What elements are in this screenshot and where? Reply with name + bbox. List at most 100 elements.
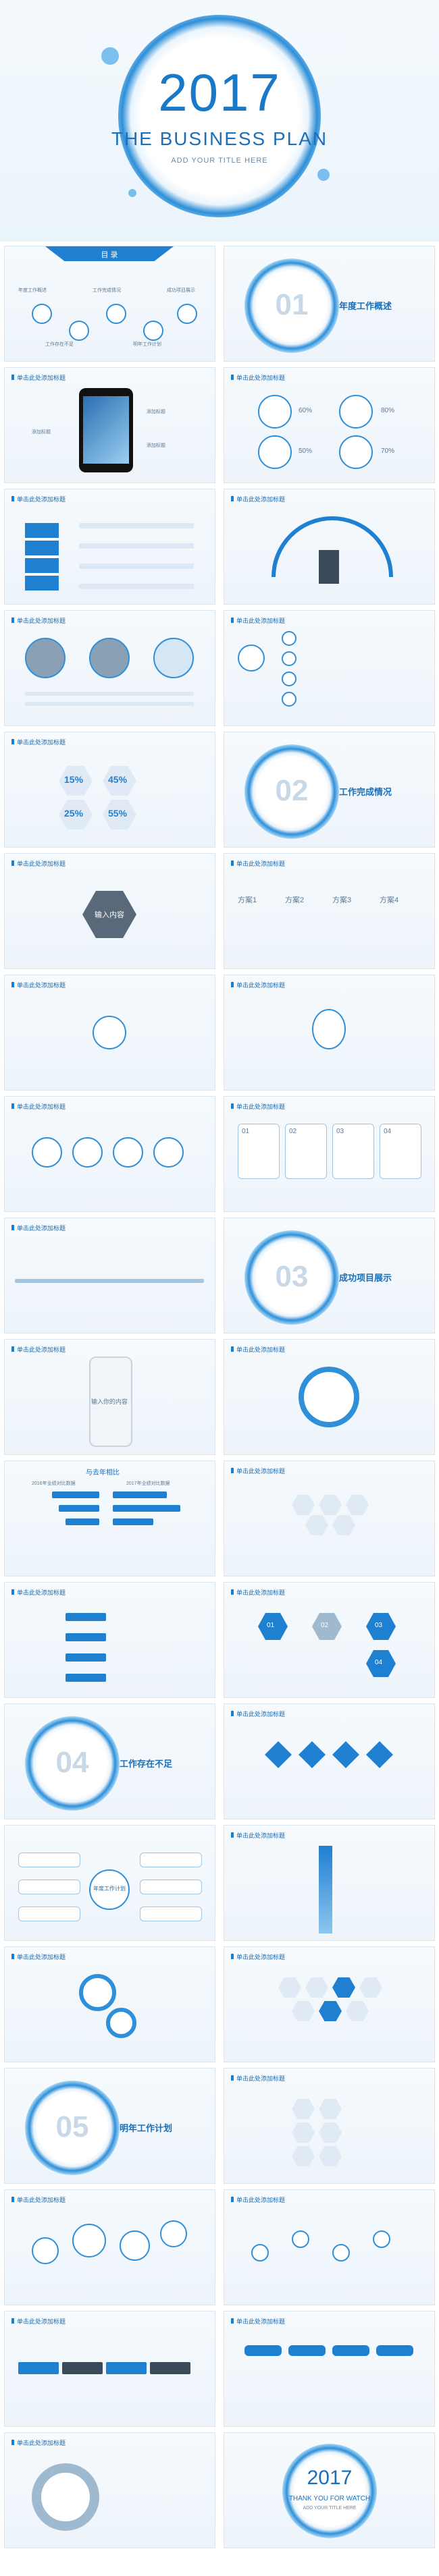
slide-hex-grid[interactable]: 单击此处添加标题	[224, 1946, 435, 2062]
slide-caption: 单击此处添加标题	[231, 1102, 285, 1111]
toc-icon	[32, 304, 52, 324]
phone-outline	[89, 1356, 132, 1447]
slide-diagram[interactable]: 年度工作计划	[4, 1825, 215, 1941]
diagram-box	[140, 1853, 202, 1867]
frame-box	[380, 1124, 421, 1179]
slide-caption: 单击此处添加标题	[11, 1588, 66, 1597]
diagram-box	[18, 1880, 80, 1894]
slide-phone[interactable]: 单击此处添加标题 添加标题 添加标题 添加标题	[4, 367, 215, 483]
toc-icon	[106, 304, 126, 324]
watercolor-splash	[101, 47, 119, 65]
toc-icon	[69, 321, 89, 341]
slide-wave[interactable]: 单击此处添加标题	[224, 2189, 435, 2305]
number-hex	[366, 1650, 396, 1677]
slide-gears[interactable]: 单击此处添加标题	[4, 1946, 215, 2062]
diagram-box	[18, 1907, 80, 1921]
diagram-center	[89, 1869, 130, 1910]
plan-label: 方案2	[285, 896, 305, 904]
wave-node	[292, 2230, 309, 2248]
slide-honeycomb[interactable]: 单击此处添加标题	[224, 1460, 435, 1577]
slide-climb[interactable]: 单击此处添加标题	[224, 489, 435, 605]
frame-box	[238, 1124, 280, 1179]
slide-arrows[interactable]: 单击此处添加标题	[4, 2311, 215, 2427]
cube-stack	[25, 523, 59, 591]
hex-tile	[103, 766, 136, 796]
hex-tile	[319, 2099, 342, 2119]
slide-section-01[interactable]: 01 年度工作概述	[224, 246, 435, 362]
slide-pencil[interactable]: 单击此处添加标题	[224, 1825, 435, 1941]
cycle-center	[93, 1016, 126, 1049]
step-bar	[66, 1674, 106, 1682]
bubble	[32, 2237, 59, 2264]
slide-section-04[interactable]: 04 工作存在不足	[4, 1703, 215, 1819]
gauge	[258, 435, 292, 469]
slide-caption: 单击此处添加标题	[11, 1952, 66, 1961]
gear-icon	[79, 1974, 116, 2011]
frame-box	[285, 1124, 327, 1179]
watercolor-splash	[128, 189, 136, 197]
circle-node	[72, 1137, 103, 1168]
ending-title: THANK YOU FOR WATCH	[288, 2495, 371, 2502]
number-hex	[258, 1613, 288, 1640]
flow-node	[282, 631, 296, 646]
slide-wheel[interactable]: 单击此处添加标题	[224, 1339, 435, 1455]
compare-title: 与去年相比	[86, 1469, 120, 1477]
slide-caption: 单击此处添加标题	[11, 1345, 66, 1354]
section-title: 工作存在不足	[120, 1759, 173, 1769]
frame-number: 03	[336, 1128, 344, 1135]
percent-value: 45%	[108, 774, 128, 785]
section-number: 03	[275, 1260, 309, 1293]
text-line	[79, 543, 194, 549]
compare-left: 2016年业绩对比数据	[32, 1481, 76, 1486]
text-line	[79, 584, 194, 589]
slide-section-05[interactable]: 05 明年工作计划	[4, 2068, 215, 2184]
slide-phone-white[interactable]: 单击此处添加标题 输入你的内容	[4, 1339, 215, 1455]
ending-subtitle: ADD YOUR TITLE HERE	[303, 2506, 357, 2511]
slide-bubbles[interactable]: 单击此处添加标题	[4, 2189, 215, 2305]
slide-photos[interactable]: 单击此处添加标题	[4, 610, 215, 726]
text-line	[79, 564, 194, 569]
slide-icon-hexes[interactable]: 单击此处添加标题	[224, 2068, 435, 2184]
text-line	[25, 702, 194, 706]
circle-node	[32, 1137, 62, 1168]
toc-item: 年度工作概述	[18, 288, 47, 293]
slide-caption: 单击此处添加标题	[231, 1709, 285, 1718]
gauge	[339, 395, 373, 429]
slide-caption: 单击此处添加标题	[11, 859, 66, 868]
slide-flow[interactable]: 单击此处添加标题	[224, 610, 435, 726]
wave-node	[373, 2230, 390, 2248]
slide-frames[interactable]: 单击此处添加标题 01 02 03 04	[224, 1096, 435, 1212]
slide-caption: 单击此处添加标题	[11, 2195, 66, 2204]
plan-label: 方案1	[238, 896, 257, 904]
slide-diamonds[interactable]: 单击此处添加标题	[224, 1703, 435, 1819]
watercolor-splash	[317, 169, 330, 181]
section-number: 01	[275, 288, 309, 321]
slide-cubes[interactable]: 单击此处添加标题	[4, 489, 215, 605]
slide-circles[interactable]: 单击此处添加标题	[4, 1096, 215, 1212]
step-bar	[66, 1653, 106, 1662]
slide-arc[interactable]: 单击此处添加标题	[4, 2432, 215, 2548]
slide-cards[interactable]: 单击此处添加标题	[224, 2311, 435, 2427]
slide-bulb[interactable]: 单击此处添加标题	[224, 975, 435, 1091]
timeline-axis	[15, 1279, 204, 1283]
slide-timeline[interactable]: 单击此处添加标题	[4, 1217, 215, 1334]
toc-title: 目 录	[101, 251, 118, 259]
slide-plans[interactable]: 单击此处添加标题 方案1 方案2 方案3 方案4	[224, 853, 435, 969]
slide-caption: 单击此处添加标题	[231, 1831, 285, 1840]
text-label: 添加标题	[32, 430, 51, 435]
slide-section-02[interactable]: 02 工作完成情况	[224, 732, 435, 848]
cover-subtitle: ADD YOUR TITLE HERE	[171, 157, 268, 165]
toc-banner	[45, 246, 174, 261]
slide-bars-steps[interactable]: 单击此处添加标题	[4, 1582, 215, 1698]
slide-caption: 单击此处添加标题	[11, 2438, 66, 2447]
slide-compare[interactable]: 与去年相比 2016年业绩对比数据 2017年业绩对比数据	[4, 1460, 215, 1577]
slide-percent-hex[interactable]: 单击此处添加标题 15% 45% 25% 55%	[4, 732, 215, 848]
phone-label: 输入你的内容	[91, 1398, 128, 1405]
slide-cycle[interactable]: 单击此处添加标题	[4, 975, 215, 1091]
slide-ending[interactable]: 2017 THANK YOU FOR WATCH ADD YOUR TITLE …	[224, 2432, 435, 2548]
slide-gauges[interactable]: 单击此处添加标题 60% 80% 50% 70%	[224, 367, 435, 483]
slide-toc[interactable]: 目 录 年度工作概述 工作完成情况 成功项目展示 工作存在不足 明年工作计划	[4, 246, 215, 362]
slide-section-03[interactable]: 03 成功项目展示	[224, 1217, 435, 1334]
slide-input-hex[interactable]: 单击此处添加标题 输入内容	[4, 853, 215, 969]
slide-hex-numbers[interactable]: 单击此处添加标题 01 02 03 04	[224, 1582, 435, 1698]
